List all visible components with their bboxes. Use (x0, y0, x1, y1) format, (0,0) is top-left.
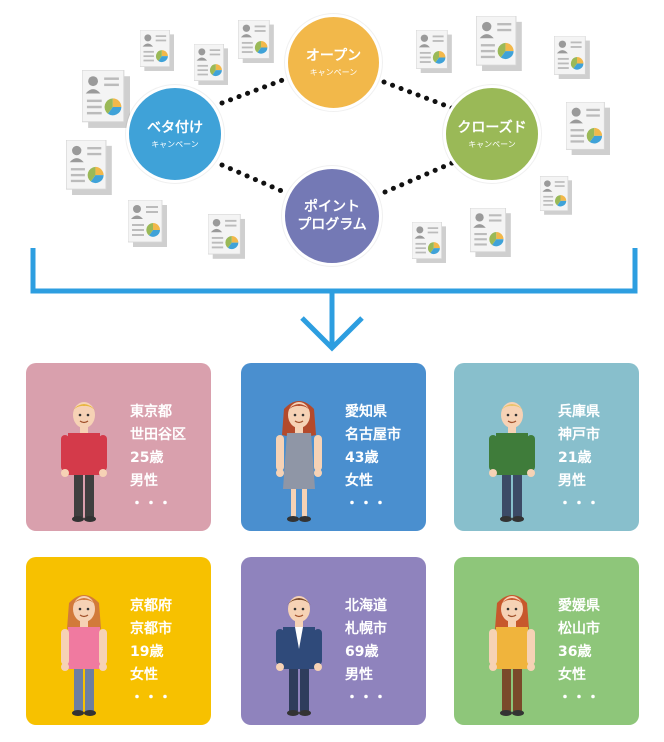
campaign-point-label-2: プログラム (297, 217, 367, 233)
profile-document-icon (416, 30, 452, 73)
customer-prefecture: 兵庫県 (558, 404, 600, 420)
customer-age: 19歳 (130, 644, 164, 660)
customer-city: 札幌市 (345, 621, 387, 637)
dotted-connector (382, 160, 455, 195)
customer-more: ・・・ (558, 690, 600, 706)
customer-prefecture: 愛知県 (345, 404, 387, 420)
man-green-sweater-icon (489, 402, 535, 522)
customer-card: 北海道 札幌市 69歳 男性 ・・・ (241, 557, 426, 725)
profile-document-icon (566, 102, 610, 155)
man-red-sweater-icon (61, 402, 107, 522)
woman-pink-top-icon (61, 595, 107, 716)
profile-document-icon (208, 214, 245, 259)
woman-yellow-top-icon (489, 595, 535, 716)
woman-grey-dress-icon (276, 401, 322, 522)
customer-more: ・・・ (558, 496, 600, 512)
profile-document-icon (194, 44, 228, 85)
customer-card: 京都府 京都市 19歳 女性 ・・・ (26, 557, 211, 725)
customer-info: 愛媛県 松山市 36歳 女性 ・・・ (558, 595, 600, 710)
customer-age: 36歳 (558, 644, 592, 660)
customer-more: ・・・ (130, 690, 172, 706)
campaign-point-label-1: ポイント (304, 199, 360, 215)
customer-city: 名古屋市 (345, 427, 401, 443)
customer-more: ・・・ (130, 496, 172, 512)
customer-card: 愛知県 名古屋市 43歳 女性 ・・・ (241, 363, 426, 531)
campaign-closed-sublabel: キャンペーン (468, 139, 516, 149)
profile-document-icon (66, 140, 112, 195)
profile-document-icon (554, 36, 590, 79)
customer-age: 21歳 (558, 450, 592, 466)
customer-info: 東京都 世田谷区 25歳 男性 ・・・ (130, 401, 186, 516)
down-arrow-icon (300, 316, 364, 352)
profile-document-icon (128, 200, 167, 247)
customer-city: 世田谷区 (130, 427, 186, 443)
campaign-beta-label: ベタ付け (147, 119, 203, 136)
customer-city: 松山市 (558, 621, 600, 637)
man-suit-icon (276, 596, 322, 716)
customer-city: 神戸市 (558, 427, 600, 443)
campaign-open-label: オープン (305, 48, 362, 64)
customer-gender: 女性 (558, 667, 586, 683)
customer-card: 愛媛県 松山市 36歳 女性 ・・・ (454, 557, 639, 725)
profile-document-icon (476, 16, 522, 71)
bracket-line (30, 248, 638, 294)
dotted-connector (219, 162, 287, 195)
customer-more: ・・・ (345, 496, 387, 512)
customer-age: 69歳 (345, 644, 379, 660)
customer-info: 北海道 札幌市 69歳 男性 ・・・ (345, 595, 387, 710)
customer-city: 京都市 (130, 621, 172, 637)
profile-document-icon (470, 208, 511, 257)
campaign-beta: ベタ付け キャンペーン (126, 85, 224, 183)
profile-document-icon (140, 30, 174, 71)
customer-card: 東京都 世田谷区 25歳 男性 ・・・ (26, 363, 211, 531)
profile-document-icon (412, 222, 446, 263)
customer-prefecture: 北海道 (345, 598, 387, 614)
customer-gender: 女性 (345, 473, 373, 489)
campaign-point: ポイント プログラム (282, 166, 382, 266)
customer-more: ・・・ (345, 690, 387, 706)
customer-info: 京都府 京都市 19歳 女性 ・・・ (130, 595, 172, 710)
customer-info: 愛知県 名古屋市 43歳 女性 ・・・ (345, 401, 401, 516)
campaign-closed-label: クローズド (457, 119, 527, 136)
customer-prefecture: 東京都 (130, 404, 172, 420)
campaign-open-sublabel: キャンペーン (309, 68, 358, 77)
profile-document-icon (238, 20, 274, 63)
customer-gender: 男性 (130, 473, 158, 489)
dotted-connector (219, 75, 291, 106)
customer-age: 25歳 (130, 450, 164, 466)
customer-prefecture: 愛媛県 (558, 598, 600, 614)
campaign-open: オープン キャンペーン (285, 14, 382, 111)
campaign-beta-sublabel: キャンペーン (151, 139, 199, 149)
dotted-connector (381, 79, 455, 111)
customer-card: 兵庫県 神戸市 21歳 男性 ・・・ (454, 363, 639, 531)
customer-gender: 男性 (558, 473, 586, 489)
customer-age: 43歳 (345, 450, 379, 466)
profile-document-icon (82, 70, 130, 128)
customer-gender: 男性 (345, 667, 373, 683)
profile-document-icon (540, 176, 572, 215)
customer-info: 兵庫県 神戸市 21歳 男性 ・・・ (558, 401, 600, 516)
campaign-closed: クローズド キャンペーン (443, 85, 541, 183)
customer-prefecture: 京都府 (130, 598, 172, 614)
customer-gender: 女性 (130, 667, 158, 683)
